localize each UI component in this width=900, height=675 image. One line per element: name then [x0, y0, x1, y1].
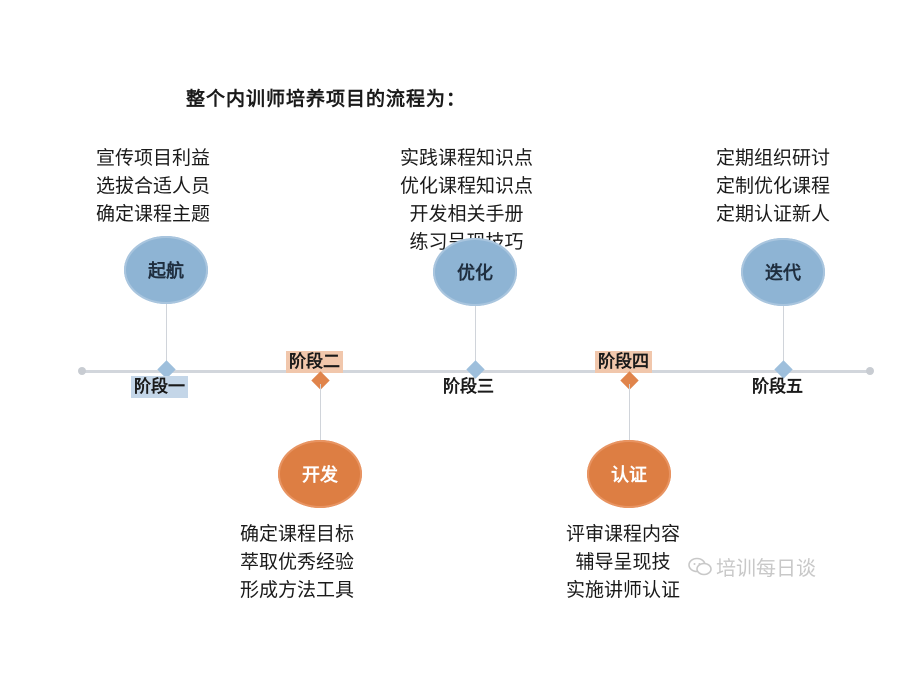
- stage-1-node: 起航: [124, 236, 208, 304]
- stage-1-connector: [166, 300, 167, 370]
- stage-2-connector: [320, 384, 321, 440]
- stage-2-description: 确定课程目标 萃取优秀经验 形成方法工具: [240, 520, 354, 604]
- stage-3-item: 开发相关手册: [409, 203, 524, 225]
- stage-5-item: 定期认证新人: [716, 203, 831, 225]
- stage-3-item: 优化课程知识点: [400, 175, 534, 197]
- stage-4-connector: [629, 384, 630, 440]
- stage-1-label: 阶段一: [131, 376, 188, 398]
- stage-4-description: 评审课程内容 辅导呈现技 实施讲师认证: [566, 520, 680, 604]
- timeline-start-cap: [78, 367, 86, 375]
- stage-5-description: 定期组织研讨 定制优化课程 定期认证新人: [716, 144, 830, 228]
- stage-5-connector: [783, 302, 784, 370]
- stage-5-label: 阶段五: [752, 377, 803, 397]
- stage-4-item: 评审课程内容: [566, 523, 681, 545]
- timeline-end-cap: [866, 367, 874, 375]
- stage-3-label: 阶段三: [443, 377, 494, 397]
- stage-1-item: 选拔合适人员: [96, 175, 211, 197]
- wechat-icon: [688, 557, 712, 575]
- stage-5-node: 迭代: [741, 238, 825, 306]
- stage-1-item: 宣传项目利益: [96, 147, 211, 169]
- stage-2-label: 阶段二: [286, 351, 343, 373]
- stage-4-label: 阶段四: [595, 351, 652, 373]
- stage-1-item: 确定课程主题: [96, 203, 211, 225]
- stage-5-item: 定制优化课程: [716, 175, 831, 197]
- stage-5-item: 定期组织研讨: [716, 147, 831, 169]
- watermark-text: 培训每日谈: [716, 556, 816, 580]
- watermark: 培训每日谈: [688, 552, 816, 581]
- diagram-title: 整个内训师培养项目的流程为：: [186, 88, 467, 110]
- stage-4-node: 认证: [587, 440, 671, 508]
- stage-1-description: 宣传项目利益 选拔合适人员 确定课程主题: [96, 144, 210, 228]
- stage-2-item: 萃取优秀经验: [240, 551, 355, 573]
- stage-3-connector: [475, 302, 476, 370]
- stage-3-description: 实践课程知识点 优化课程知识点 开发相关手册 练习呈现技巧: [400, 144, 533, 256]
- stage-4-item: 辅导呈现技: [575, 551, 671, 573]
- stage-2-item: 确定课程目标: [240, 523, 355, 545]
- stage-3-item: 实践课程知识点: [400, 147, 534, 169]
- stage-4-item: 实施讲师认证: [566, 579, 681, 601]
- stage-3-node: 优化: [433, 238, 517, 306]
- stage-2-node: 开发: [278, 440, 362, 508]
- stage-2-item: 形成方法工具: [240, 579, 355, 601]
